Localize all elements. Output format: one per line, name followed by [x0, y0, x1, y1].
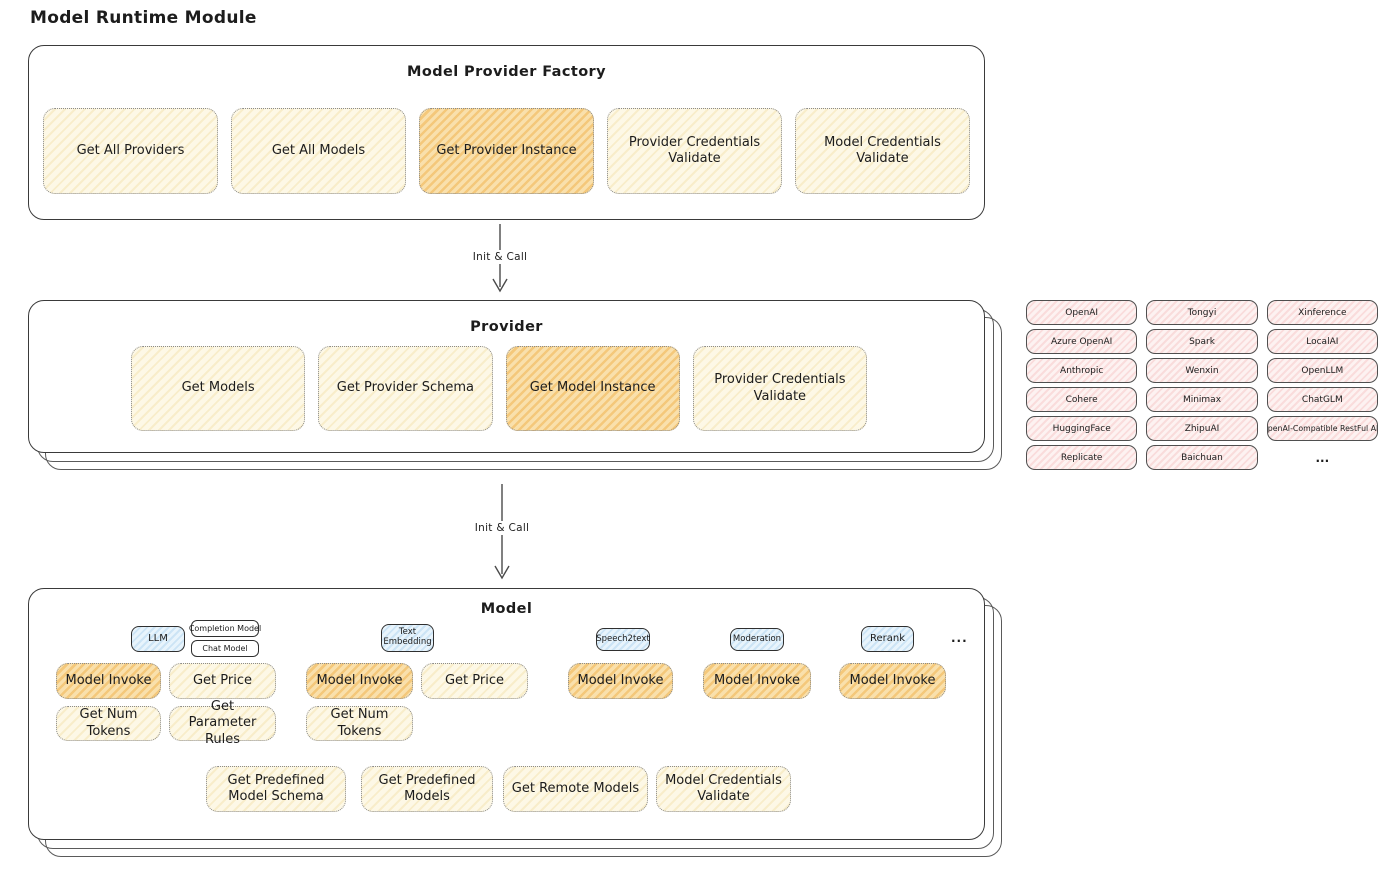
- tab-rerank: Rerank: [861, 626, 914, 652]
- node-embedding-get-num-tokens: Get Num Tokens: [306, 706, 413, 741]
- node-get-all-models: Get All Models: [231, 108, 406, 194]
- node-get-remote-models: Get Remote Models: [503, 766, 648, 812]
- provider-item-azure-openai: Azure OpenAI: [1026, 329, 1138, 354]
- provider-item-openai-compatible: OpenAI-Compatible RestFul API: [1266, 416, 1378, 441]
- node-llm-get-parameter-rules: Get Parameter Rules: [169, 699, 276, 747]
- provider-item-replicate: Replicate: [1026, 445, 1138, 470]
- factory-panel-title: Model Provider Factory: [407, 64, 606, 80]
- node-rerank-model-invoke: Model Invoke: [839, 663, 946, 699]
- node-get-predefined-models: Get Predefined Models: [361, 766, 493, 812]
- provider-item-openllm: OpenLLM: [1266, 358, 1378, 383]
- provider-item-cohere: Cohere: [1026, 387, 1138, 412]
- providers-more-ellipsis: ...: [1315, 450, 1330, 465]
- node-get-all-providers: Get All Providers: [43, 108, 218, 194]
- node-llm-get-price: Get Price: [169, 663, 276, 699]
- providers-grid: OpenAI Tongyi Xinference Azure OpenAI Sp…: [1026, 300, 1378, 470]
- provider-item-chatglm: ChatGLM: [1266, 387, 1378, 412]
- node-speech2text-model-invoke: Model Invoke: [568, 663, 673, 699]
- node-provider-credentials-validate: Provider Credentials Validate: [607, 108, 782, 194]
- node-model-credentials-validate: Model Credentials Validate: [795, 108, 970, 194]
- model-panel: Model LLM Completion Model Chat Model Te…: [28, 588, 1002, 857]
- arrow-label-init-call-2: Init & Call: [469, 521, 535, 535]
- provider-panel-title: Provider: [470, 319, 543, 335]
- tab-text-embedding: Text Embedding: [381, 624, 434, 652]
- tab-completion-model: Completion Model: [189, 620, 261, 637]
- provider-item-spark: Spark: [1146, 329, 1258, 354]
- provider-item-localai: LocalAI: [1266, 329, 1378, 354]
- provider-panel: Provider Get Models Get Provider Schema …: [28, 300, 1002, 470]
- provider-item-wenxin: Wenxin: [1146, 358, 1258, 383]
- provider-item-tongyi: Tongyi: [1146, 300, 1258, 325]
- tab-speech2text: Speech2text: [596, 628, 650, 651]
- provider-item-xinference: Xinference: [1266, 300, 1378, 325]
- node-moderation-model-invoke: Model Invoke: [703, 663, 811, 699]
- node-llm-model-invoke: Model Invoke: [56, 663, 161, 699]
- tabs-more-ellipsis: ...: [951, 631, 968, 645]
- factory-panel: Model Provider Factory Get All Providers…: [28, 45, 985, 220]
- node-get-model-instance: Get Model Instance: [505, 346, 680, 431]
- provider-item-anthropic: Anthropic: [1026, 358, 1138, 383]
- node-get-models: Get Models: [131, 346, 306, 431]
- provider-item-openai: OpenAI: [1026, 300, 1138, 325]
- node-embedding-get-price: Get Price: [421, 663, 528, 699]
- node-llm-get-num-tokens: Get Num Tokens: [56, 706, 161, 741]
- node-get-provider-instance: Get Provider Instance: [419, 108, 594, 194]
- page-title: Model Runtime Module: [30, 8, 257, 28]
- provider-item-minimax: Minimax: [1146, 387, 1258, 412]
- node-model-credentials-validate-2: Model Credentials Validate: [656, 766, 791, 812]
- provider-item-zhipuai: ZhipuAI: [1146, 416, 1258, 441]
- provider-item-huggingface: HuggingFace: [1026, 416, 1138, 441]
- node-provider-credentials-validate-2: Provider Credentials Validate: [692, 346, 867, 431]
- node-embedding-model-invoke: Model Invoke: [306, 663, 413, 699]
- node-get-provider-schema: Get Provider Schema: [318, 346, 493, 431]
- node-get-predefined-model-schema: Get Predefined Model Schema: [206, 766, 346, 812]
- arrow-label-init-call-1: Init & Call: [467, 250, 533, 264]
- tab-llm: LLM: [131, 626, 185, 652]
- provider-item-baichuan: Baichuan: [1146, 445, 1258, 470]
- model-panel-title: Model: [480, 601, 533, 617]
- tab-moderation: Moderation: [730, 628, 784, 651]
- tab-chat-model: Chat Model: [191, 640, 259, 657]
